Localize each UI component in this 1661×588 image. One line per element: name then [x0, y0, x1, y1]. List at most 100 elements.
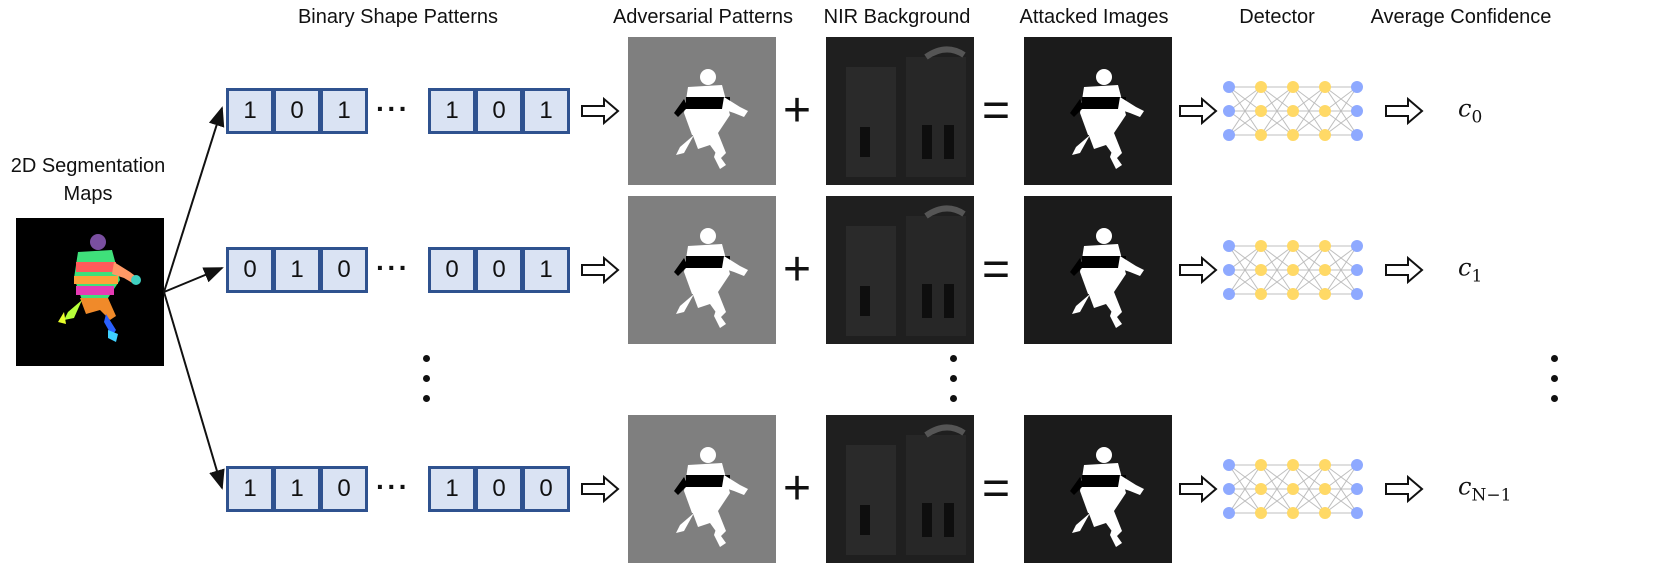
detector-node — [1255, 105, 1267, 117]
binary-cell: 0 — [320, 247, 368, 293]
adversarial-pattern-image — [628, 37, 776, 185]
plus-sign: + — [782, 84, 812, 137]
hollow-arrow-to-detector — [1179, 255, 1218, 285]
hollow-arrow-to-adversarial — [581, 255, 620, 285]
detector-node — [1351, 81, 1363, 93]
confidence-symbol: c — [1458, 253, 1472, 282]
detector-node — [1287, 459, 1299, 471]
confidence-value: c0 — [1458, 95, 1482, 128]
detector-node — [1223, 483, 1235, 495]
plus-sign: + — [782, 462, 812, 515]
attacked-image — [1024, 196, 1172, 344]
detector-node — [1319, 288, 1331, 300]
detector-node — [1223, 264, 1235, 276]
header-detector: Detector — [1239, 6, 1315, 28]
binary-cell: 1 — [226, 466, 274, 512]
detector-node — [1287, 105, 1299, 117]
header-average-confidence: Average Confidence — [1370, 6, 1552, 28]
binary-cell: 1 — [226, 88, 274, 134]
detector-node — [1351, 240, 1363, 252]
detector-node — [1287, 288, 1299, 300]
binary-cell: 1 — [428, 88, 476, 134]
detector-node — [1255, 507, 1267, 519]
segmentation-label: 2D Segmentation Maps — [2, 152, 174, 208]
detector-node — [1223, 459, 1235, 471]
vertical-ellipsis-confidence — [1551, 355, 1559, 415]
branch-arrow-row0 — [163, 106, 225, 293]
segmentation-figure — [58, 234, 141, 342]
hollow-arrow-to-adversarial — [581, 474, 620, 504]
equals-sign: = — [981, 84, 1011, 137]
confidence-subscript: N−1 — [1471, 485, 1512, 506]
binary-cell: 1 — [273, 247, 321, 293]
detector-node — [1287, 507, 1299, 519]
hollow-arrow-to-confidence — [1385, 474, 1424, 504]
header-attacked-images: Attacked Images — [1019, 6, 1169, 28]
attacked-image — [1024, 415, 1172, 563]
binary-cell: 0 — [522, 466, 570, 512]
detector-node — [1351, 483, 1363, 495]
binary-cell: 1 — [428, 466, 476, 512]
binary-cell: 1 — [320, 88, 368, 134]
adversarial-pattern-image — [628, 415, 776, 563]
detector-node — [1319, 483, 1331, 495]
confidence-subscript: 0 — [1471, 107, 1483, 128]
detector-node — [1319, 105, 1331, 117]
detector-node — [1319, 264, 1331, 276]
hollow-arrow-to-confidence — [1385, 96, 1424, 126]
adversarial-pattern-image — [628, 196, 776, 344]
header-adversarial-patterns: Adversarial Patterns — [612, 6, 794, 28]
detector-node — [1255, 288, 1267, 300]
detector-node — [1351, 459, 1363, 471]
equals-sign: = — [981, 462, 1011, 515]
binary-cell: 0 — [475, 466, 523, 512]
detector-node — [1287, 81, 1299, 93]
detector-node — [1287, 240, 1299, 252]
segmentation-map-image — [16, 218, 164, 366]
header-nir-background: NIR Background — [823, 6, 971, 28]
detector-network-row0 — [1223, 81, 1363, 141]
nir-building-texture — [826, 415, 974, 563]
header-binary-shape-patterns: Binary Shape Patterns — [297, 6, 499, 28]
detector-node — [1287, 129, 1299, 141]
binary-cell: 0 — [226, 247, 274, 293]
branch-arrow-row2 — [163, 291, 225, 490]
detector-node — [1351, 264, 1363, 276]
binary-cell: 0 — [475, 247, 523, 293]
detector-node — [1255, 240, 1267, 252]
detector-node — [1351, 105, 1363, 117]
nir-building-texture — [826, 37, 974, 185]
nir-background-image — [826, 196, 974, 344]
binary-cell: 0 — [475, 88, 523, 134]
confidence-value: c1 — [1458, 254, 1482, 287]
detector-node — [1255, 459, 1267, 471]
segmentation-label-line1: 2D Segmentation — [10, 155, 166, 177]
vertical-ellipsis-binary — [423, 355, 431, 415]
hollow-arrow-to-detector — [1179, 96, 1218, 126]
nir-background-image — [826, 415, 974, 563]
detector-node — [1223, 240, 1235, 252]
segmentation-label-line2: Maps — [63, 183, 113, 205]
detector-node — [1351, 129, 1363, 141]
detector-node — [1319, 129, 1331, 141]
hollow-arrow-to-confidence — [1385, 255, 1424, 285]
binary-cell: 0 — [428, 247, 476, 293]
nir-background-image — [826, 37, 974, 185]
hollow-arrow-to-detector — [1179, 474, 1218, 504]
confidence-subscript: 1 — [1471, 266, 1483, 287]
horizontal-ellipsis: ··· — [376, 93, 410, 124]
confidence-symbol: c — [1458, 472, 1472, 501]
attacked-image — [1024, 37, 1172, 185]
branch-arrow-row1 — [163, 267, 224, 293]
horizontal-ellipsis: ··· — [376, 252, 410, 283]
plus-sign: + — [782, 243, 812, 296]
detector-network-row2 — [1223, 459, 1363, 519]
binary-cell: 1 — [273, 466, 321, 512]
detector-node — [1319, 459, 1331, 471]
detector-node — [1351, 507, 1363, 519]
detector-node — [1255, 81, 1267, 93]
detector-network-row1 — [1223, 240, 1363, 300]
hollow-arrows — [581, 96, 1424, 504]
detector-node — [1223, 105, 1235, 117]
